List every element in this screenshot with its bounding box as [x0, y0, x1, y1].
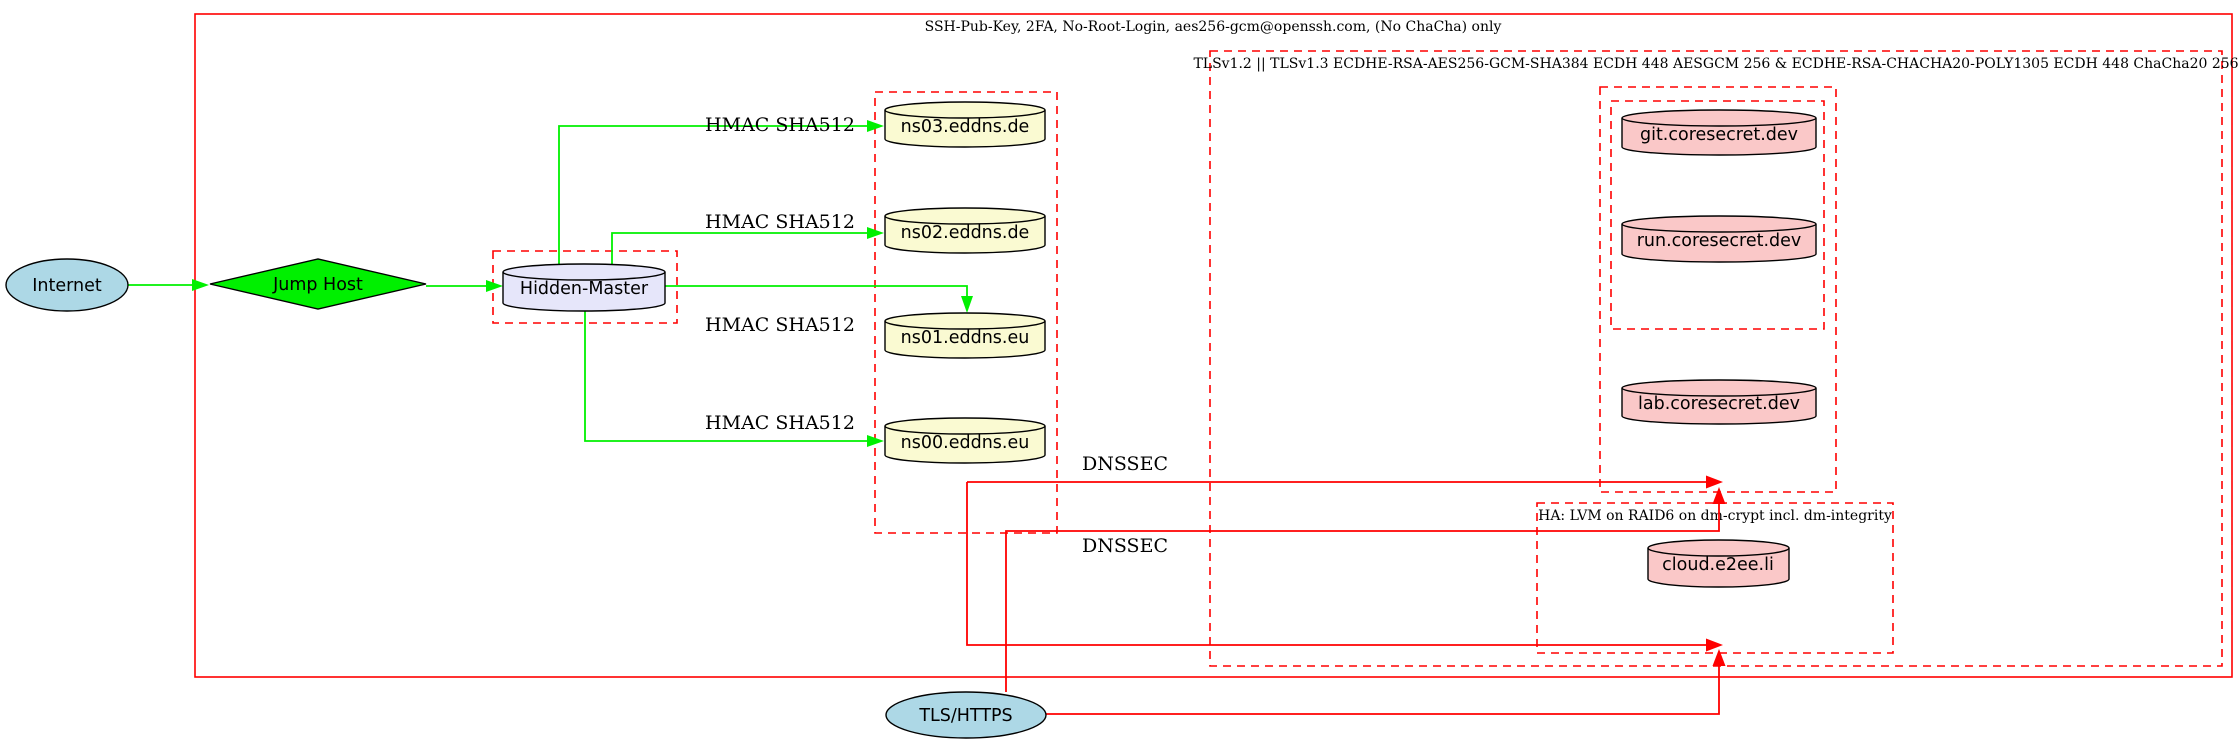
edge-hiddenmaster-to-ns02: HMAC SHA512 [611, 211, 884, 264]
arrowhead-icon [1706, 638, 1723, 652]
node-ns02: ns02.eddns.de [884, 207, 1046, 254]
hidden-master-cylinder-lid [502, 271, 666, 281]
node-ns02-label: ns02.eddns.de [901, 223, 1030, 243]
node-cloud-label: cloud.e2ee.li [1662, 555, 1774, 575]
cluster-ha-storage: HA: LVM on RAID6 on dm-crypt incl. dm-in… [1536, 502, 1894, 654]
ns03-cylinder-lid [884, 109, 1046, 119]
ns02-cylinder-lid [884, 215, 1046, 225]
node-ns00-label: ns00.eddns.eu [901, 433, 1030, 453]
arrowhead-icon [192, 279, 209, 291]
node-lab-label: lab.coresecret.dev [1638, 394, 1800, 414]
edge-label-dnssec-2: DNSSEC [1082, 535, 1168, 557]
hidden-master-cylinder [502, 263, 666, 312]
edge-label-hmac-ns02: HMAC SHA512 [705, 211, 855, 233]
node-hidden-master-label: Hidden-Master [520, 279, 649, 299]
node-internet-label: Internet [32, 276, 102, 296]
node-ns01: ns01.eddns.eu [884, 312, 1046, 359]
tls-https-ellipse [885, 691, 1047, 739]
ns02-cylinder [884, 207, 1046, 254]
ns00-cylinder [884, 417, 1046, 464]
node-ns03: ns03.eddns.de [884, 101, 1046, 148]
node-cloud-e2ee: cloud.e2ee.li [1647, 539, 1790, 588]
node-git-label: git.coresecret.dev [1640, 125, 1798, 145]
node-jump-host: Jump Host [209, 258, 427, 310]
edge-label-dnssec-1: DNSSEC [1082, 453, 1168, 475]
node-git-coresecret: git.coresecret.dev [1621, 109, 1817, 156]
node-lab-coresecret: lab.coresecret.dev [1621, 379, 1817, 425]
ns00-cylinder-lid [884, 425, 1046, 435]
edge-dnssec-to-coresecret: DNSSEC [967, 453, 1723, 489]
jump-host-diamond [209, 258, 427, 310]
edge-hiddenmaster-to-ns00: HMAC SHA512 [584, 311, 884, 447]
node-ns00: ns00.eddns.eu [884, 417, 1046, 464]
node-ns03-label: ns03.eddns.de [901, 117, 1030, 137]
arrowhead-icon [1712, 487, 1726, 504]
edge-dnssec-to-ha-cluster [966, 482, 1723, 652]
node-internet: Internet [5, 258, 129, 312]
run-cylinder-lid [1621, 223, 1817, 233]
node-jump-host-label: Jump Host [272, 275, 363, 295]
git-cylinder-lid [1621, 117, 1817, 127]
internet-ellipse [5, 258, 129, 312]
cluster-ssh-label: SSH-Pub-Key, 2FA, No-Root-Login, aes256-… [925, 19, 1502, 35]
cloud-cylinder-lid [1647, 547, 1790, 557]
edge-internet-to-jumphost [128, 279, 209, 291]
edge-jumphost-to-hiddenmaster [426, 280, 503, 292]
cluster-tls-label: TLSv1.2 || TLSv1.3 ECDHE-RSA-AES256-GCM-… [1193, 56, 2238, 72]
ns03-cylinder [884, 101, 1046, 148]
run-cylinder [1621, 215, 1817, 263]
cluster-ha-label: HA: LVM on RAID6 on dm-crypt incl. dm-in… [1538, 508, 1892, 524]
arrowhead-icon [867, 120, 884, 132]
edge-tlshttps-to-coresecret: DNSSEC [1005, 487, 1726, 692]
node-tls-https-label: TLS/HTTPS [918, 706, 1012, 726]
ns01-cylinder-lid [884, 320, 1046, 330]
node-ns01-label: ns01.eddns.eu [901, 328, 1030, 348]
cloud-cylinder [1647, 539, 1790, 588]
edge-label-hmac-ns01: HMAC SHA512 [705, 314, 855, 336]
arrowhead-icon [867, 435, 884, 447]
node-run-label: run.coresecret.dev [1637, 231, 1802, 251]
lab-cylinder-lid [1621, 387, 1817, 397]
lab-cylinder [1621, 379, 1817, 425]
edge-tlshttps-to-ha-cluster [1046, 649, 1726, 715]
arrowhead-icon [1706, 475, 1723, 489]
cluster-ssh-border [194, 13, 2233, 678]
git-cylinder [1621, 109, 1817, 156]
node-tls-https: TLS/HTTPS [885, 691, 1047, 739]
arrowhead-icon [961, 296, 973, 313]
arrowhead-icon [486, 280, 503, 292]
edge-label-hmac-ns00: HMAC SHA512 [705, 412, 855, 434]
edge-label-hmac-ns03: HMAC SHA512 [705, 114, 855, 136]
arrowhead-icon [867, 227, 884, 239]
cluster-dns-servers-border [874, 91, 1058, 534]
node-run-coresecret: run.coresecret.dev [1621, 215, 1817, 263]
arrowhead-icon [1712, 649, 1726, 666]
cluster-ssh-hardening: SSH-Pub-Key, 2FA, No-Root-Login, aes256-… [194, 13, 2233, 678]
ns01-cylinder [884, 312, 1046, 359]
node-hidden-master: Hidden-Master [502, 263, 666, 312]
edge-hiddenmaster-to-ns03: HMAC SHA512 [558, 114, 884, 264]
edge-hiddenmaster-to-ns01: HMAC SHA512 [665, 285, 973, 336]
cluster-coresecret-inner-border [1610, 100, 1825, 330]
